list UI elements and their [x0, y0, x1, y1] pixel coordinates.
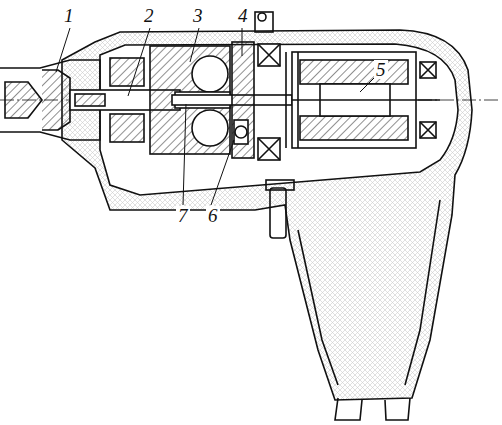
callout-number: 5: [374, 60, 388, 79]
drawing-lines: [0, 12, 500, 420]
trigger: [270, 188, 286, 238]
cage: [232, 42, 254, 158]
leader-lines: [56, 28, 374, 205]
bearing: [258, 44, 436, 160]
callout-number: 1: [62, 6, 76, 25]
housing: [62, 30, 472, 400]
callout-number: 6: [206, 206, 220, 225]
callout-number: 4: [236, 6, 250, 25]
callout-number: 3: [191, 6, 205, 25]
callout-number: 2: [142, 6, 156, 25]
callout-number: 7: [176, 206, 190, 225]
knob: [255, 12, 273, 32]
